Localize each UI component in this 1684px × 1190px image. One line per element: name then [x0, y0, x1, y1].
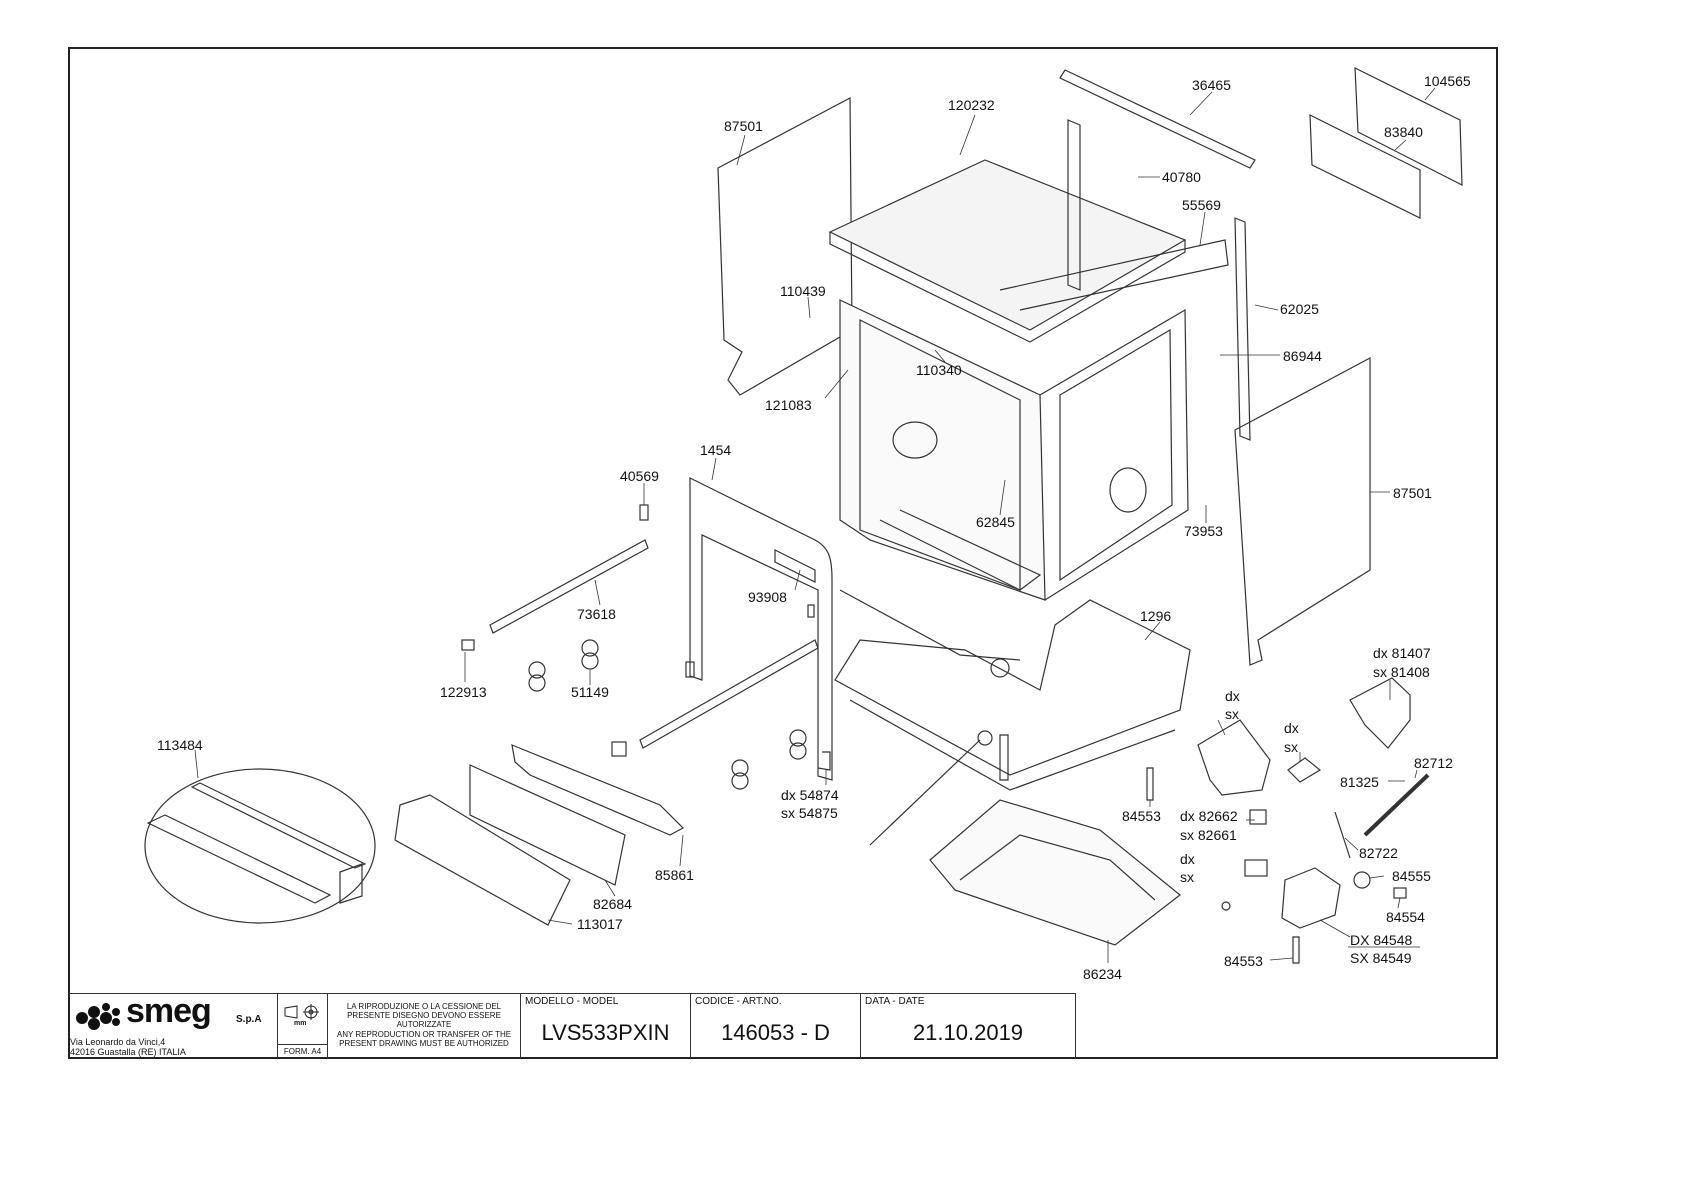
- rear-panel-83840: [1309, 114, 1421, 219]
- callout-dx-block: dx: [1180, 851, 1195, 867]
- callout-62845: 62845: [976, 514, 1015, 530]
- title-block: smeg S.p.A Via Leonardo da Vinci,4 42016…: [68, 992, 1076, 1059]
- callout-104565: 104565: [1424, 73, 1471, 89]
- callout-40569: 40569: [620, 468, 659, 484]
- code-value: 146053 - D: [721, 1020, 830, 1045]
- date-value: 21.10.2019: [912, 1020, 1024, 1045]
- date-cell: DATA - DATE 21.10.2019: [861, 994, 1075, 1059]
- callout-120232: 120232: [948, 97, 995, 113]
- code-cell: CODICE - ART.NO. 146053 - D: [691, 994, 861, 1059]
- model-value: LVS533PXIN: [541, 1020, 670, 1045]
- spring-part: [1363, 773, 1430, 837]
- code-header: CODICE - ART.NO.: [695, 996, 782, 1007]
- projection-symbol-icon: [284, 1004, 319, 1020]
- address-line-1: Via Leonardo da Vinci,4: [70, 1037, 166, 1047]
- callout-113017: 113017: [577, 916, 623, 932]
- brand-name: smeg: [126, 992, 212, 1030]
- callout-73953: 73953: [1184, 523, 1223, 539]
- callout-87501-left: 87501: [724, 118, 763, 134]
- callout-84554: 84554: [1386, 909, 1425, 925]
- callout-sx-hinge: sx: [1225, 706, 1239, 722]
- smeg-logo-icon: [76, 1003, 120, 1030]
- unit-label: mm: [294, 1020, 307, 1027]
- cutlery-rack-part: [511, 744, 684, 836]
- date-header: DATA - DATE: [865, 996, 925, 1007]
- callout-82712: 82712: [1414, 755, 1453, 771]
- callout-82722: 82722: [1359, 845, 1398, 861]
- callout-54875: sx 54875: [781, 805, 838, 821]
- notice-english: ANY REPRODUCTION OR TRANSFER OF THE PRES…: [336, 1030, 512, 1048]
- back-rail-part: [1059, 69, 1256, 169]
- copyright-notice-cell: LA RIPRODUZIONE O LA CESSIONE DEL PRESEN…: [328, 994, 521, 1059]
- callout-62025: 62025: [1280, 301, 1319, 317]
- callout-40780: 40780: [1162, 169, 1201, 185]
- right-rail-part: [1234, 217, 1251, 441]
- callout-dx-hinge: dx: [1225, 688, 1240, 704]
- callout-1296: 1296: [1140, 608, 1172, 624]
- address-line-2: 42016 Guastalla (RE) ITALIA: [70, 1047, 186, 1057]
- hinge-block-part: [1281, 867, 1341, 929]
- callout-86944: 86944: [1283, 348, 1322, 364]
- top-plate-part: [828, 159, 1187, 331]
- callout-81407: dx 81407: [1373, 645, 1431, 661]
- unit-format-cell: mm FORM. A4: [278, 994, 328, 1059]
- side-panel-right-part: [1234, 357, 1371, 666]
- company-cell: smeg S.p.A Via Leonardo da Vinci,4 42016…: [68, 992, 278, 1059]
- base-tray-part: [929, 799, 1181, 946]
- detail-circle-113484: [144, 768, 376, 924]
- hinge-part: [1197, 719, 1271, 796]
- callout-54874: dx 54874: [781, 787, 839, 803]
- callout-83840: 83840: [1384, 124, 1423, 140]
- callout-87501-right: 87501: [1393, 485, 1432, 501]
- door-gasket-part: [689, 477, 833, 781]
- callout-81408: sx 81408: [1373, 664, 1430, 680]
- hinge-bracket-part: [1349, 677, 1411, 749]
- notice-italian: LA RIPRODUZIONE O LA CESSIONE DEL PRESEN…: [346, 1002, 502, 1029]
- callout-84555: 84555: [1392, 868, 1431, 884]
- tub-body-part: [839, 299, 1046, 601]
- callout-84553-a: 84553: [1122, 808, 1161, 824]
- callout-84553-b: 84553: [1224, 953, 1263, 969]
- callout-82661: sx 82661: [1180, 827, 1237, 843]
- drawing-frame: [68, 47, 1498, 1059]
- callout-82684: 82684: [593, 896, 632, 912]
- side-panel-left-part: [717, 97, 853, 396]
- basket-rail-lower: [639, 639, 819, 749]
- callout-86234: 86234: [1083, 966, 1122, 982]
- base-frame-part: [834, 599, 1191, 776]
- model-cell: MODELLO - MODEL LVS533PXIN: [521, 994, 691, 1059]
- callout-113484: 113484: [157, 737, 203, 753]
- callout-55569: 55569: [1182, 197, 1221, 213]
- callout-122913: 122913: [440, 684, 487, 700]
- callout-82662: dx 82662: [1180, 808, 1238, 824]
- rear-panel-104565: [1354, 67, 1463, 186]
- callout-73618: 73618: [577, 606, 616, 622]
- exploded-parts-drawing: [144, 67, 1463, 964]
- callout-93908: 93908: [748, 589, 787, 605]
- callout-sx-bracket: sx: [1284, 739, 1298, 755]
- basket-rail-upper: [489, 539, 649, 634]
- company-suffix: S.p.A: [236, 1014, 262, 1025]
- callout-sx-block: sx: [1180, 869, 1194, 885]
- callout-1454: 1454: [700, 442, 732, 458]
- callout-110340: 110340: [916, 362, 962, 378]
- lower-kick-part: [394, 794, 571, 926]
- format-label: FORM. A4: [278, 1044, 327, 1056]
- callout-36465: 36465: [1192, 77, 1231, 93]
- callout-84549: SX 84549: [1350, 950, 1412, 966]
- callout-85861: 85861: [655, 867, 694, 883]
- callout-dx-bracket: dx: [1284, 720, 1299, 736]
- callout-121083: 121083: [765, 397, 812, 413]
- callout-81325: 81325: [1340, 774, 1379, 790]
- callout-110439: 110439: [780, 283, 826, 299]
- callout-51149: 51149: [571, 684, 609, 700]
- model-header: MODELLO - MODEL: [525, 996, 619, 1007]
- callout-84548: DX 84548: [1350, 932, 1413, 948]
